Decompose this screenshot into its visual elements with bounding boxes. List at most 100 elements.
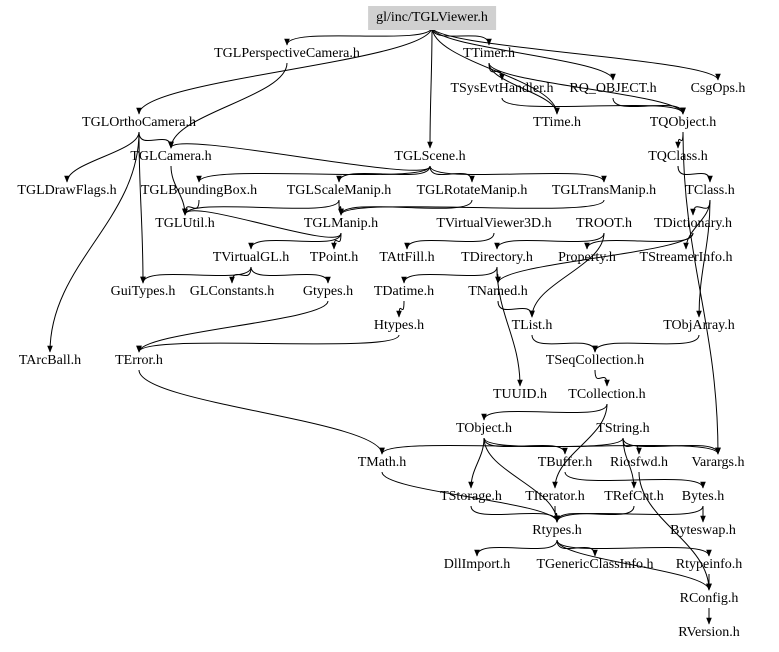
root-node[interactable]: gl/inc/TGLViewer.h [368,6,496,30]
graph-node[interactable]: TVirtualViewer3D.h [436,216,552,231]
graph-node[interactable]: TString.h [596,421,650,436]
graph-node[interactable]: GLConstants.h [189,284,275,299]
graph-node[interactable]: RConfig.h [679,591,739,606]
graph-node[interactable]: TGLScaleManip.h [286,183,392,198]
graph-node[interactable]: CsgOps.h [690,81,746,96]
dependency-edge [196,165,431,183]
dependency-edge [182,199,200,216]
graph-node[interactable]: TGLBoundingBox.h [140,183,258,198]
dependency-edge [638,471,712,591]
dependency-edge [47,131,140,353]
graph-node[interactable]: Byteswap.h [670,523,736,538]
dependency-edge [336,165,431,183]
graph-node[interactable]: TRefCnt.h [604,489,664,504]
graph-node[interactable]: TBuffer.h [537,455,593,470]
graph-node[interactable]: TGLTransManip.h [551,183,657,198]
graph-node[interactable]: Property.h [558,250,616,265]
dependency-edge [431,26,616,81]
graph-node[interactable]: Riosfwd.h [610,455,668,470]
dependency-edge [140,266,252,284]
graph-node[interactable]: TGLScene.h [394,149,466,164]
graph-node[interactable]: Rtypeinfo.h [675,557,743,572]
graph-node[interactable]: TDirectory.h [461,250,533,265]
dependency-edge [556,539,712,557]
graph-node[interactable]: TObject.h [455,421,513,436]
graph-node[interactable]: TPoint.h [309,250,359,265]
dependency-edge [138,131,174,149]
dependency-edge [429,165,607,183]
graph-node[interactable]: TCollection.h [568,387,646,402]
graph-node[interactable]: TGLManip.h [303,216,379,231]
graph-node[interactable]: TTime.h [532,115,582,130]
graph-node[interactable]: TDictionary.h [653,216,733,231]
graph-node[interactable]: TGenericClassInfo.h [536,557,654,572]
dependency-edge [529,232,605,318]
graph-node[interactable]: TIterator.h [525,489,585,504]
graph-node[interactable]: TMath.h [357,455,407,470]
graph-node[interactable]: RVersion.h [678,625,740,640]
dependency-edge [501,97,686,115]
graph-node[interactable]: TQObject.h [649,115,717,130]
graph-node[interactable]: TGLPerspectiveCamera.h [214,46,360,61]
dependency-edge [622,437,721,455]
graph-node[interactable]: RQ_OBJECT.h [569,81,657,96]
graph-node[interactable]: TVirtualGL.h [212,250,290,265]
graph-node[interactable]: TGLUtil.h [155,216,215,231]
graph-node[interactable]: TStreamerInfo.h [639,250,733,265]
graph-node[interactable]: Htypes.h [373,318,425,333]
dependency-edge [675,131,684,149]
dependency-edge [379,437,624,455]
graph-node[interactable]: TUUID.h [492,387,548,402]
dependency-edge [431,26,560,115]
dependency-edge [677,165,713,183]
dependency-edge [338,199,344,216]
graph-node[interactable]: GuiTypes.h [110,284,176,299]
graph-node[interactable]: TList.h [511,318,553,333]
dependency-edge [136,334,400,353]
graph-node[interactable]: TStorage.h [440,489,502,504]
graph-node[interactable]: Gtypes.h [302,284,354,299]
dependency-edge [556,539,712,591]
graph-node[interactable]: TSeqCollection.h [545,353,645,368]
dependency-edge [481,403,608,421]
dependency-edge [488,62,505,81]
dependency-edge [338,199,473,216]
graph-node[interactable]: TArcBall.h [18,353,82,368]
graph-node[interactable]: TROOT.h [575,216,633,231]
graph-node[interactable]: TGLCamera.h [130,149,212,164]
dependency-edge [338,199,605,216]
graph-node[interactable]: TDatime.h [373,284,435,299]
graph-node[interactable]: TGLDrawFlags.h [17,183,117,198]
graph-node[interactable]: TSysEvtHandler.h [450,81,554,96]
graph-node[interactable]: TQClass.h [648,149,708,164]
dependency-edge [401,266,498,284]
graph-node[interactable]: TGLOrthoCamera.h [82,115,196,130]
dependency-edge [404,232,495,250]
graph-node[interactable]: TTimer.h [463,46,515,61]
graph-node[interactable]: TObjArray.h [663,318,735,333]
dependency-edge [584,232,694,250]
graph-node[interactable]: Varargs.h [691,455,745,470]
graph-node[interactable]: TAttFill.h [379,250,435,265]
dependency-edge [554,505,704,523]
graph-node[interactable]: DllImport.h [443,557,511,572]
dependency-edge [431,26,721,81]
dependency-edge [396,300,405,318]
graph-node[interactable]: TNamed.h [468,284,528,299]
dependency-edge [248,232,342,250]
dependency-edge [592,334,700,353]
dependency-edge [696,199,711,318]
graph-node[interactable]: Rtypes.h [532,523,582,538]
dependency-edge [331,232,342,250]
dependency-edge [427,26,433,149]
graph-node[interactable]: TClass.h [685,183,735,198]
dependency-edge [483,437,560,523]
dependency-edge [564,471,706,489]
dependency-edge [496,266,523,387]
graph-node[interactable]: TGLRotateManip.h [416,183,528,198]
dependency-edge [690,199,711,216]
graph-node[interactable]: Bytes.h [681,489,725,504]
dependency-edge [497,300,535,318]
graph-node[interactable]: TError.h [115,353,163,368]
